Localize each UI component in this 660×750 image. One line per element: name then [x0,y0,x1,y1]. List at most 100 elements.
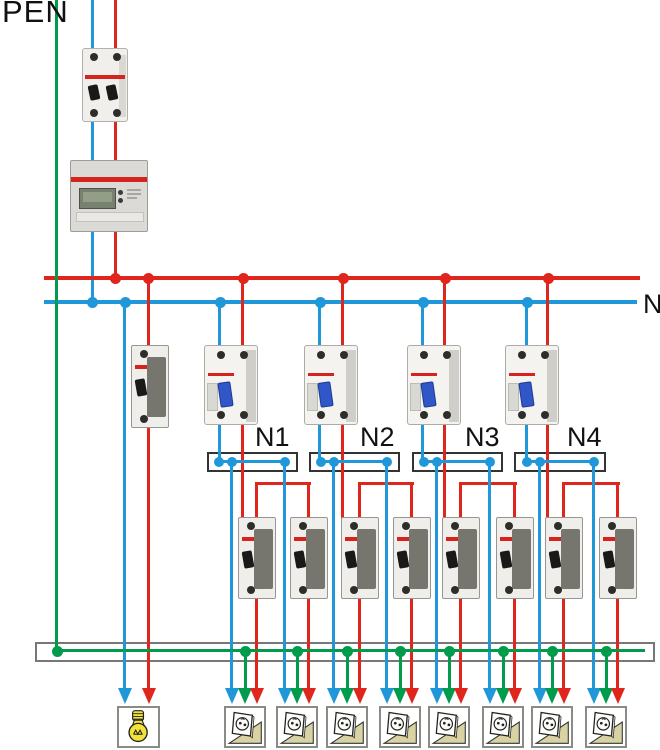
breaker-toggle [602,550,616,569]
arrow-neutral [483,688,497,704]
meter-display [79,188,116,209]
arrow-line [302,688,316,704]
socket-load [585,706,627,748]
breaker-toggle [499,550,513,569]
arrow-pe [340,688,354,704]
terminal [217,351,225,359]
label-plate [207,383,218,411]
lamp-icon [119,708,158,746]
terminal [90,53,98,61]
socket-load [379,706,421,748]
incoming-2pole-mcb [82,48,128,122]
breaker-housing [147,357,166,417]
label-plate [410,383,421,411]
arrow-line [405,688,419,704]
mcb-jumper-leg [616,482,619,519]
branch-mcb-1 [238,517,276,599]
arrow-line [454,688,468,704]
branch-mcb-8 [599,517,637,599]
terminal [113,53,121,61]
mcb-jumper-leg [255,482,258,519]
terminal [443,351,451,359]
label-plate [508,383,519,411]
terminal-dot [419,457,429,467]
arrow-pe [238,688,252,704]
terminal [317,411,325,419]
group-label-n2: N2 [360,422,395,452]
terminal [554,522,562,530]
breaker-toggle [445,550,459,569]
pe-junction-dot [498,646,509,657]
socket-load [428,706,470,748]
load-line-dropper [562,596,565,689]
socket-icon [226,708,264,746]
junction-dot [120,297,131,308]
socket-load [326,706,368,748]
load-line-dropper [410,596,413,689]
socket-load [531,706,573,748]
mcb-jumper-leg [459,482,462,519]
terminal [247,586,255,594]
mcb-jumper-leg [307,482,310,519]
socket-load [224,706,266,748]
breaker-housing [512,529,531,589]
arrow-line [250,688,264,704]
n3-internal-link [424,460,492,463]
terminal-dot [329,457,339,467]
breaker-toggle [293,550,307,569]
meter-print [127,189,141,191]
arrow-pe [290,688,304,704]
meter-print [127,197,137,199]
branch-mcb-7 [545,517,583,599]
device-stripe [294,537,306,541]
device-stripe [397,537,409,541]
terminal [317,351,325,359]
terminal-dot [280,457,290,467]
lamp-line-wire [147,278,150,689]
arrow-line [353,688,367,704]
arrow-line [557,688,571,704]
breaker-housing [615,529,634,589]
socket-icon [278,708,316,746]
terminal [420,351,428,359]
arrow-neutral [278,688,292,704]
terminal [247,522,255,530]
group-label-n1: N1 [255,422,290,452]
socket-load [482,706,524,748]
din-clip [246,350,256,422]
device-stripe [135,365,147,369]
socket-icon [533,708,571,746]
pe-junction-dot [444,646,455,657]
junction-dot [238,273,249,284]
load-line-dropper [358,596,361,689]
device-stripe [446,537,458,541]
rcd-3 [407,345,461,425]
device-stripe [71,177,147,182]
arrow-neutral [225,688,239,704]
terminal [608,586,616,594]
socket-icon [381,708,419,746]
breaker-housing [306,529,325,589]
load-neutral-dropper [332,461,335,689]
junction-dot [110,273,121,284]
neutral-bus [44,300,637,304]
terminal [340,351,348,359]
junction-dot [143,273,154,284]
load-pe-dropper [551,650,554,689]
breaker-toggle [241,550,255,569]
load-pe-dropper [244,650,247,689]
terminal [402,586,410,594]
terminal [554,586,562,594]
din-clip [119,55,126,117]
breaker-toggle [344,550,358,569]
n4-internal-link [527,460,596,463]
terminal [240,351,248,359]
din-clip [346,350,356,422]
junction-dot [522,297,533,308]
energy-meter [70,160,148,232]
terminal [217,411,225,419]
lamp-neutral-wire [123,302,126,689]
breaker-toggle [134,378,148,397]
mcb-jumper-leg [562,482,565,519]
socket-icon [328,708,366,746]
